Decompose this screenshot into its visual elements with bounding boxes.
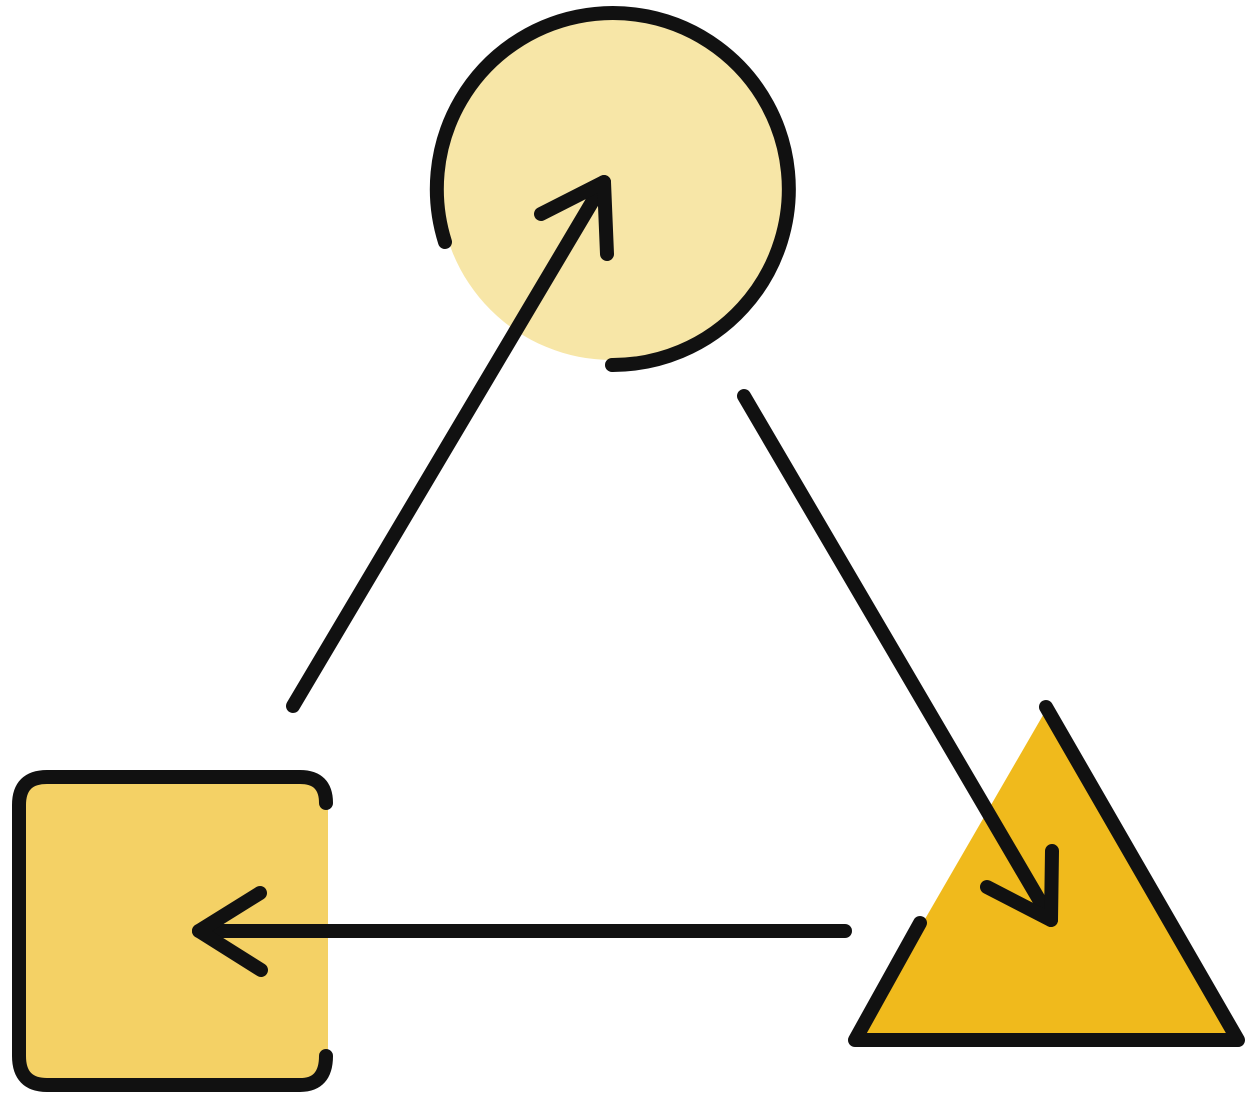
arrow-head	[980, 844, 1059, 927]
square-node-fill	[19, 777, 328, 1085]
edge-triangle-to-square	[192, 886, 852, 977]
square-node	[12, 770, 333, 1092]
square-node-outline	[12, 770, 333, 1092]
circle-node	[429, 6, 796, 373]
triangle-node-outline	[848, 700, 1245, 1047]
edge-square-to-circle	[286, 175, 614, 713]
circle-node-outline	[429, 6, 796, 373]
circle-node-fill	[440, 16, 784, 360]
arrow-head	[192, 886, 268, 977]
edge-circle-to-triangle	[737, 389, 1059, 927]
arrow-shaft	[286, 175, 611, 713]
arrow-head	[534, 175, 614, 261]
arrow-shaft	[737, 389, 1058, 927]
